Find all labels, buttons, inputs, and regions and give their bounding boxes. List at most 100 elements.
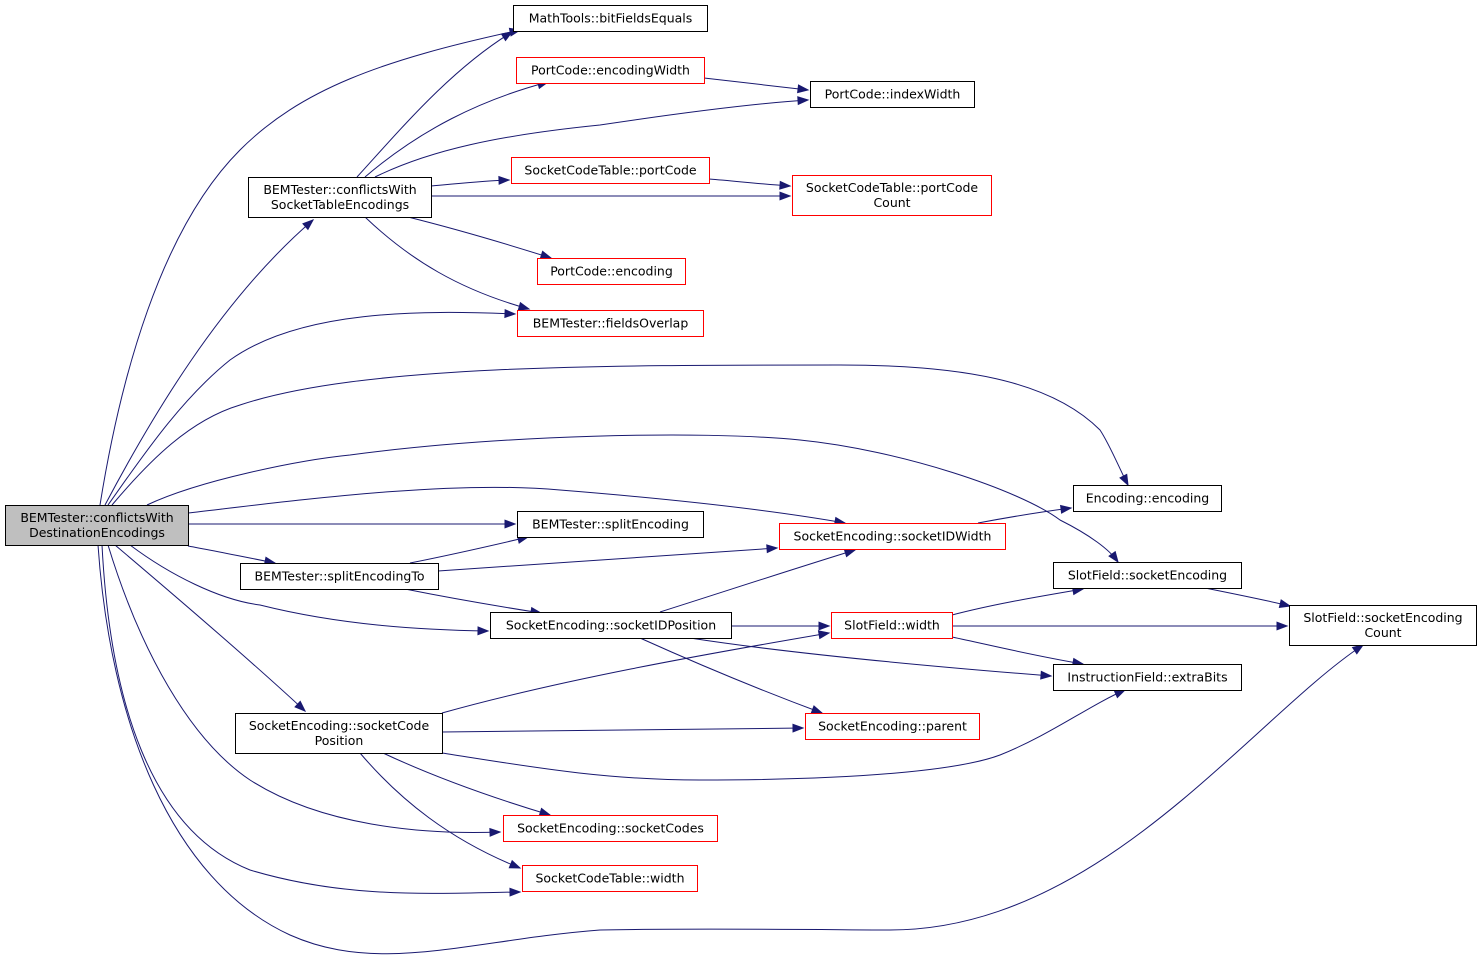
edge-sfWidth-to-extraBits (951, 636, 1085, 667)
node-label: SocketEncoding::socketCode (249, 718, 430, 733)
edge-line (703, 77, 809, 91)
edge-arrowhead (1278, 599, 1292, 608)
node-label: SocketEncoding::socketCodes (517, 821, 704, 836)
edge-line (977, 507, 1072, 524)
node-box (1053, 664, 1242, 691)
edge-line (951, 588, 1084, 616)
node-splitEncoding[interactable]: BEMTester::splitEncoding (517, 511, 704, 538)
edge-line (441, 727, 804, 733)
edge-line (114, 544, 306, 712)
edge-sfWidth-to-sfSocketEncodingCount (952, 621, 1289, 631)
edge-arrowhead (500, 31, 514, 42)
node-label: SocketTableEncodings (271, 197, 409, 212)
edge-arrowhead (797, 96, 810, 106)
node-indexWidth[interactable]: PortCode::indexWidth (810, 81, 975, 108)
edge-conflictsSocket-to-portCode (430, 175, 511, 187)
node-extraBits[interactable]: InstructionField::extraBits (1053, 664, 1242, 691)
edge-encodingWidth-to-indexWidth (703, 77, 810, 94)
node-box (516, 57, 705, 84)
edge-arrowhead (509, 887, 522, 897)
node-label: DestinationEncodings (29, 525, 165, 540)
node-socketIDPosition[interactable]: SocketEncoding::socketIDPosition (490, 612, 732, 639)
node-fieldsOverlap[interactable]: BEMTester::fieldsOverlap (517, 310, 704, 337)
edge-line (689, 637, 1052, 677)
node-label: SocketEncoding::parent (818, 719, 967, 734)
edge-arrowhead (779, 180, 792, 190)
node-label: SocketCodeTable::width (535, 871, 684, 886)
edge-line (129, 544, 489, 632)
edge-sfWidth-to-sfSocketEncoding (951, 586, 1085, 616)
edge-socketIDPosition-to-extraBits (689, 637, 1053, 680)
node-label: SocketEncoding::socketIDWidth (794, 529, 992, 544)
edge-socketCodePosition-to-sctWidth (359, 752, 522, 869)
edge-line (187, 545, 276, 564)
node-label: SlotField::socketEncoding (1068, 568, 1227, 583)
edge-root-to-bitFieldsEquals (99, 27, 522, 506)
node-encEncoding[interactable]: Encoding::encoding (1073, 485, 1222, 512)
edge-arrowhead (539, 250, 553, 260)
node-label: Count (1364, 625, 1401, 640)
node-parent[interactable]: SocketEncoding::parent (805, 713, 980, 740)
edge-splitEncodingTo-to-socketIDPosition (404, 588, 543, 616)
node-socketCodes[interactable]: SocketEncoding::socketCodes (503, 815, 718, 842)
edge-arrowhead (508, 859, 522, 869)
edge-conflictsSocket-to-bitFieldsEquals (356, 31, 514, 178)
node-label: BEMTester::splitEncoding (532, 517, 689, 532)
node-encodingWidth[interactable]: PortCode::encodingWidth (516, 57, 705, 84)
node-label: SocketEncoding::socketIDPosition (506, 618, 716, 633)
node-box (805, 713, 980, 740)
edge-line (107, 544, 501, 833)
node-label: BEMTester::conflictsWith (20, 510, 173, 525)
edge-portCode-to-portCodeCount (708, 178, 792, 190)
edge-socketIDPosition-to-parent (639, 637, 824, 714)
edge-conflictsSocket-to-pcEncoding (407, 216, 553, 260)
edge-root-to-socketIDPosition (129, 544, 490, 636)
node-socketIDWidth[interactable]: SocketEncoding::socketIDWidth (779, 523, 1006, 550)
edge-arrowhead (1351, 644, 1365, 655)
edge-line (356, 31, 513, 178)
edge-arrowhead (504, 519, 517, 529)
node-box (517, 310, 704, 337)
node-splitEncodingTo[interactable]: BEMTester::splitEncodingTo (240, 563, 439, 590)
edge-line (187, 486, 846, 524)
node-box (792, 175, 992, 216)
edge-conflictsSocket-to-indexWidth (374, 96, 810, 178)
edge-arrowhead (489, 827, 502, 837)
node-sfWidth[interactable]: SlotField::width (831, 612, 953, 639)
nodes-layer: BEMTester::conflictsWithDestinationEncod… (5, 5, 1477, 892)
edge-socketCodePosition-to-socketCodes (382, 752, 552, 817)
edge-root-to-splitEncoding (188, 519, 517, 529)
edge-arrowhead (818, 621, 831, 631)
edge-line (437, 547, 778, 572)
edge-arrowhead (1276, 621, 1289, 631)
node-box (810, 81, 975, 108)
edge-arrowhead (1060, 504, 1073, 514)
node-sfSocketEncoding[interactable]: SlotField::socketEncoding (1053, 562, 1242, 589)
node-bitFieldsEquals[interactable]: MathTools::bitFieldsEquals (513, 5, 708, 32)
edge-arrowhead (477, 626, 490, 636)
node-conflictsSocket[interactable]: BEMTester::conflictsWithSocketTableEncod… (248, 177, 432, 218)
edge-arrowhead (766, 544, 779, 554)
node-box (503, 815, 718, 842)
node-box (522, 865, 698, 892)
edge-root-to-splitEncodingTo (187, 545, 277, 566)
edge-arrowhead (817, 630, 831, 640)
node-box (248, 177, 432, 218)
edge-root-to-sfSocketEncoding (146, 434, 1119, 564)
node-pcEncoding[interactable]: PortCode::encoding (537, 258, 686, 285)
edge-root-to-sctWidth (101, 544, 522, 897)
node-sctWidth[interactable]: SocketCodeTable::width (522, 865, 698, 892)
node-box (513, 5, 708, 32)
node-box (235, 713, 443, 754)
edge-line (659, 549, 856, 613)
edge-socketCodePosition-to-sfWidth (441, 630, 831, 714)
node-box (240, 563, 439, 590)
edge-arrowhead (294, 700, 307, 712)
node-portCode[interactable]: SocketCodeTable::portCode (511, 157, 710, 184)
edge-root-to-socketIDWidth (187, 486, 847, 526)
node-label: BEMTester::splitEncodingTo (255, 569, 425, 584)
edges-layer (97, 27, 1365, 955)
